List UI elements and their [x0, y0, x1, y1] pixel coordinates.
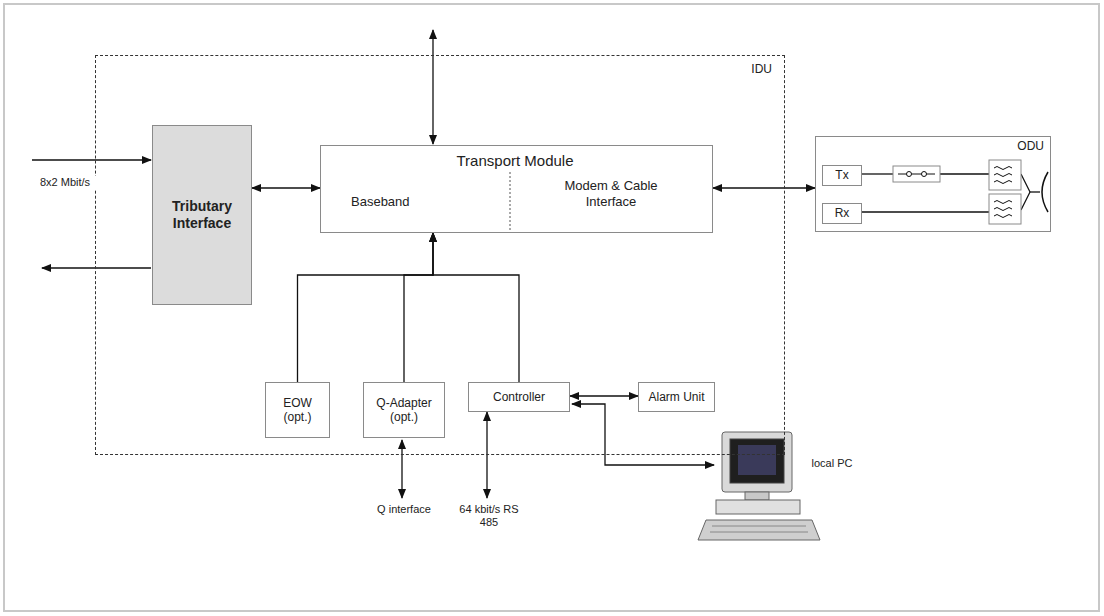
q-interface-arrow	[401, 440, 402, 498]
pc-icon	[698, 432, 820, 540]
process-box: Rx	[822, 203, 862, 224]
tx-wire	[940, 173, 989, 174]
indoor-unit: IDU Tributary Interface Transport ModuleBa…	[95, 55, 785, 455]
node-text: Rx	[835, 206, 850, 220]
output-arrow	[42, 267, 151, 268]
connector-arrow	[404, 233, 433, 382]
filter-symbol	[989, 160, 1021, 224]
rs485-arrow	[486, 412, 487, 498]
interface-box: Tributary Interface	[152, 125, 252, 305]
connector-arrow	[298, 233, 434, 382]
signal-label: local PC	[800, 457, 864, 470]
process-box: EOW (opt.)	[265, 382, 330, 438]
node-text: Tributary Interface	[159, 198, 245, 232]
input-arrow	[32, 159, 151, 160]
node-text: Tx	[835, 168, 848, 182]
antenna-feed	[1021, 174, 1030, 192]
node-text: Q-Adapter (opt.)	[370, 396, 438, 425]
antenna-feed	[1021, 192, 1030, 210]
rx-wire	[862, 211, 989, 212]
node-text: IDU	[751, 62, 772, 76]
node-text: Baseband	[351, 194, 410, 210]
node-text: Alarm Unit	[648, 390, 704, 404]
node-text: Modem & Cable Interface	[556, 178, 666, 209]
node-text: EOW (opt.)	[272, 396, 323, 425]
module-divider	[510, 172, 511, 230]
antenna-feed	[1030, 191, 1040, 192]
picture-frame	[4, 4, 1099, 611]
process-box: Q-Adapter (opt.)	[363, 382, 445, 438]
signal-label: 64 kbit/s RS 485	[452, 503, 526, 529]
process-box: Tx	[822, 165, 862, 186]
node-text: Transport Module	[321, 152, 709, 170]
module-box: Transport ModuleBaseband Modem & Cable In…	[320, 145, 713, 233]
process-box: Alarm Unit	[638, 382, 715, 412]
connector-arrow	[713, 187, 815, 188]
switch-symbol	[893, 166, 940, 182]
connector-arrow	[252, 187, 320, 188]
node-text: Controller	[493, 390, 545, 404]
connector-arrow	[570, 395, 638, 396]
node-text: ODU	[1017, 139, 1044, 153]
signal-label: 8x2 Mbit/s	[28, 176, 102, 189]
tx-wire	[862, 173, 893, 174]
external-arrow	[432, 30, 433, 144]
outdoor-unit: ODU TxRx	[815, 136, 1051, 232]
antenna-dish	[1042, 172, 1048, 212]
signal-label: Q interface	[367, 503, 441, 516]
pc-link-arrow	[572, 404, 714, 465]
process-box: Controller	[468, 382, 570, 412]
connector-arrow	[433, 233, 519, 382]
